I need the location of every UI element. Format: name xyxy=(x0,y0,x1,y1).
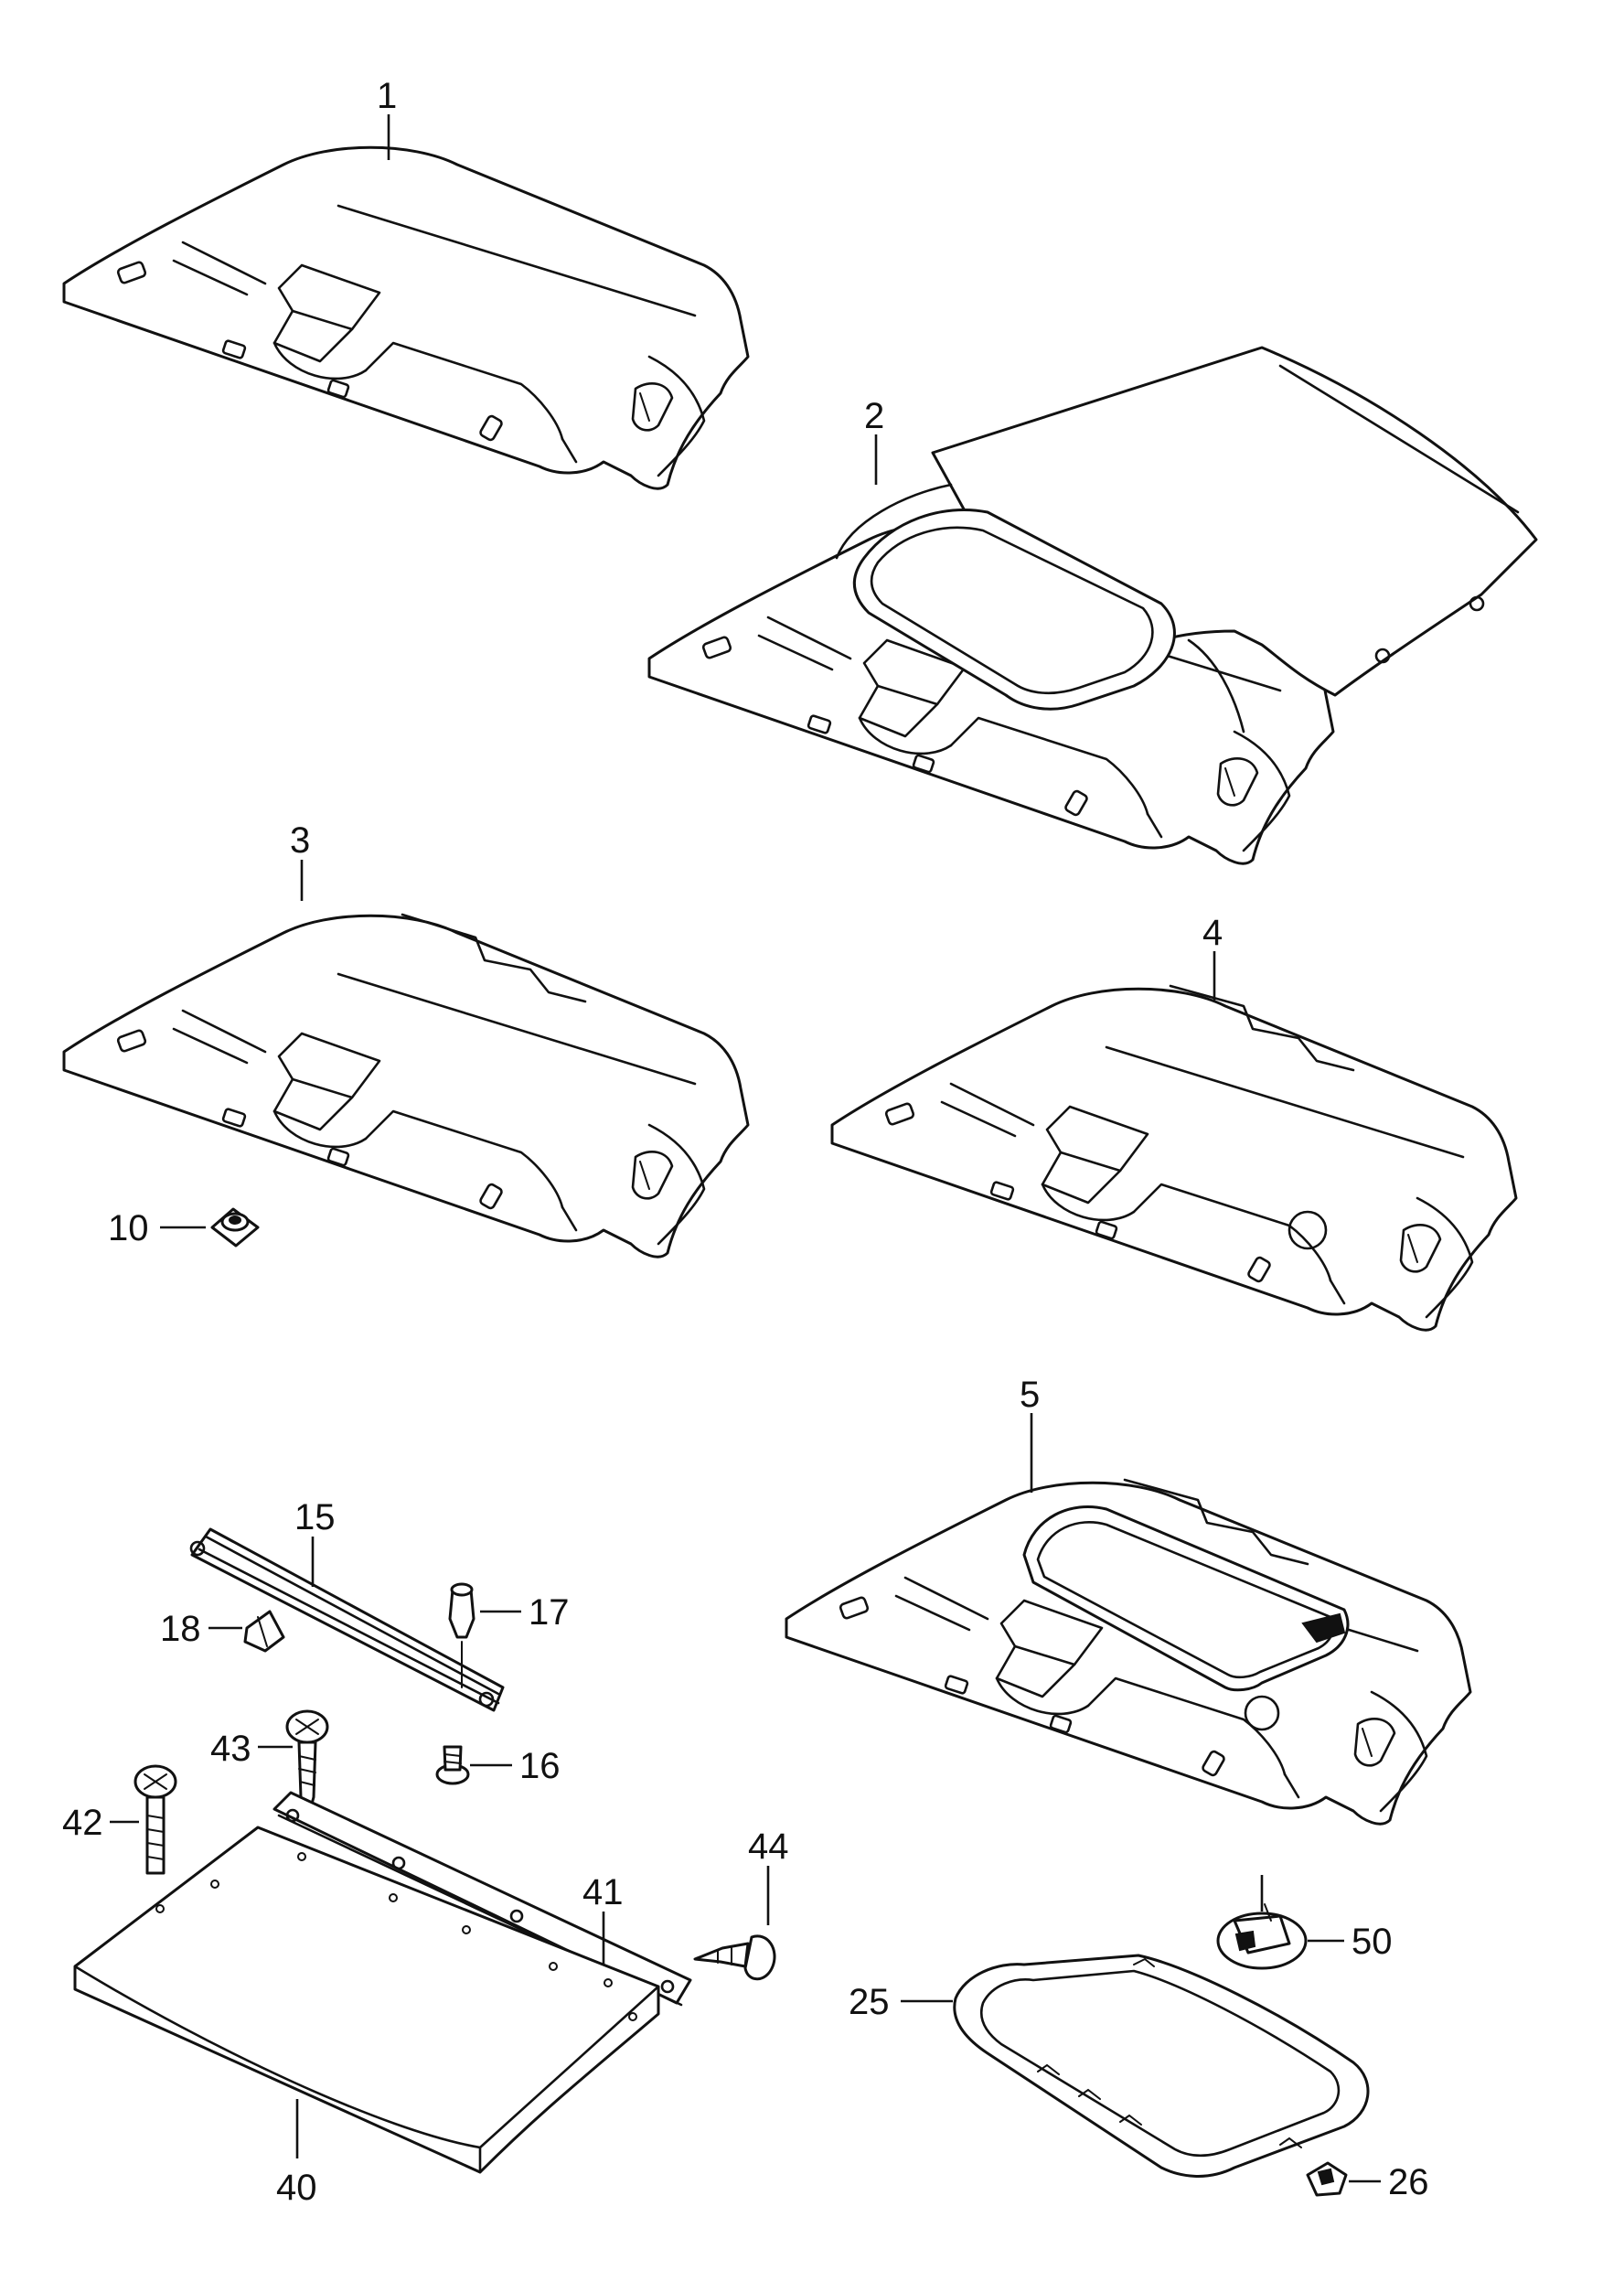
callout-41: 41 xyxy=(582,1872,624,1912)
light-housing-part-50 xyxy=(1216,1903,1308,1970)
panel-part-40 xyxy=(73,1826,660,2174)
headliner-part-1 xyxy=(62,145,750,490)
callout-15: 15 xyxy=(294,1497,336,1537)
callout-10: 10 xyxy=(108,1208,149,1248)
clip-part-10 xyxy=(210,1207,260,1248)
pin-part-17 xyxy=(448,1582,475,1688)
headliner-part-3 xyxy=(62,913,750,1258)
bolt-part-42 xyxy=(134,1764,177,1875)
headliner-part-4 xyxy=(830,984,1518,1332)
callout-44: 44 xyxy=(748,1826,789,1867)
headliner-part-5 xyxy=(785,1478,1472,1826)
callout-3: 3 xyxy=(290,820,310,861)
callout-42: 42 xyxy=(62,1803,103,1843)
callout-16: 16 xyxy=(519,1746,561,1786)
callout-17: 17 xyxy=(529,1592,570,1633)
callout-18: 18 xyxy=(160,1609,201,1649)
callout-43: 43 xyxy=(210,1729,251,1769)
sunroof-frame-part-25 xyxy=(953,1954,1370,2178)
callout-40: 40 xyxy=(276,2168,317,2208)
callout-26: 26 xyxy=(1388,2162,1429,2202)
screw-part-16 xyxy=(435,1745,470,1785)
callout-25: 25 xyxy=(849,1982,890,2022)
callout-4: 4 xyxy=(1202,913,1223,953)
clip-part-26 xyxy=(1306,2161,1348,2197)
clip-part-18 xyxy=(243,1610,285,1653)
rail-part-15 xyxy=(189,1527,505,1712)
callout-2: 2 xyxy=(864,396,884,436)
screw-part-44 xyxy=(693,1934,776,1981)
headliner-part-2 xyxy=(647,346,1538,865)
callout-1: 1 xyxy=(377,76,397,116)
callout-50: 50 xyxy=(1352,1922,1393,1962)
callout-5: 5 xyxy=(1020,1375,1040,1415)
